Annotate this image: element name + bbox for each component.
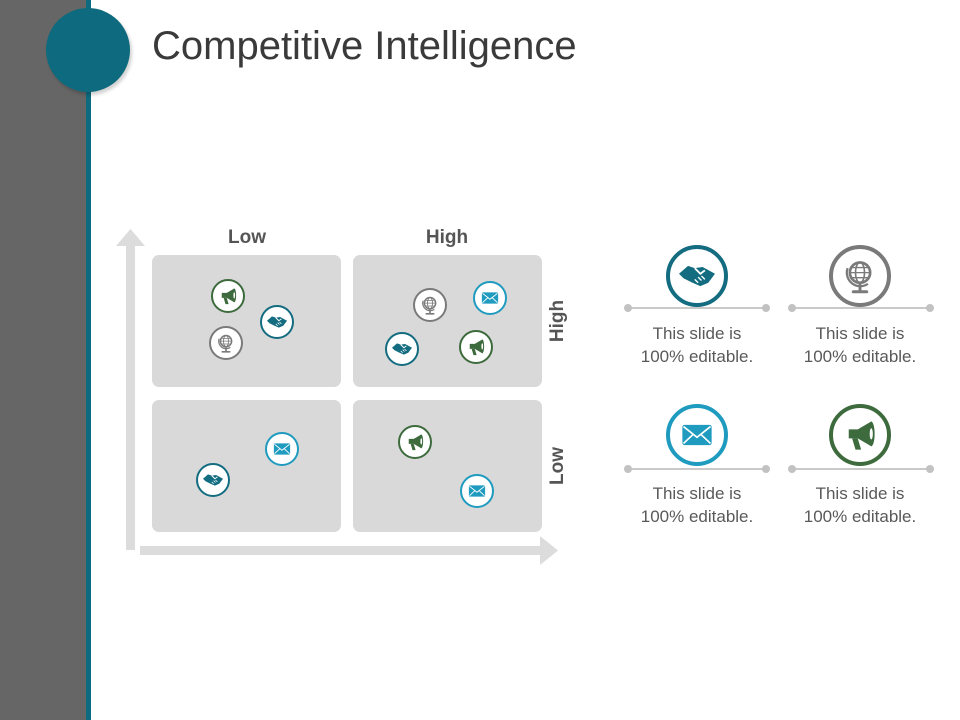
handshake-icon (385, 332, 419, 366)
legend-text-line: This slide is (652, 484, 742, 503)
legend-text-line: This slide is (815, 484, 905, 503)
legend-divider (792, 307, 930, 309)
y-axis-shaft (126, 244, 135, 550)
legend-text-line: 100% editable. (640, 507, 754, 526)
legend-text-line: 100% editable. (803, 507, 917, 526)
mail-icon (265, 432, 299, 466)
x-axis-arrowhead (540, 536, 558, 565)
globe-icon (829, 245, 891, 307)
handshake-icon (196, 463, 230, 497)
legend-divider (628, 307, 766, 309)
sidebar-panel (0, 0, 86, 720)
y-axis-arrowhead (116, 229, 145, 246)
column-label-low: Low (228, 227, 266, 248)
divider-dot (762, 465, 770, 473)
legend-text-mail: This slide is 100% editable. (617, 482, 777, 528)
legend-text-line: This slide is (815, 324, 905, 343)
megaphone-icon (829, 404, 891, 466)
quadrant-low-high (353, 400, 542, 532)
divider-dot (624, 465, 632, 473)
quadrant-high-low (152, 255, 341, 387)
legend-divider (792, 468, 930, 470)
legend-text-handshake: This slide is 100% editable. (617, 322, 777, 368)
handshake-icon (260, 305, 294, 339)
quadrant-low-low (152, 400, 341, 532)
legend-text-line: 100% editable. (640, 347, 754, 366)
divider-dot (624, 304, 632, 312)
divider-dot (762, 304, 770, 312)
divider-dot (788, 304, 796, 312)
accent-line (86, 0, 91, 720)
legend-text-globe: This slide is 100% editable. (780, 322, 940, 368)
row-label-high: High (547, 299, 568, 343)
megaphone-icon (211, 279, 245, 313)
divider-dot (926, 304, 934, 312)
quadrant-high-high (353, 255, 542, 387)
handshake-icon (666, 245, 728, 307)
globe-icon (413, 288, 447, 322)
legend-text-megaphone: This slide is 100% editable. (780, 482, 940, 528)
column-label-high: High (425, 227, 469, 248)
title-accent-circle (46, 8, 130, 92)
mail-icon (666, 404, 728, 466)
megaphone-icon (459, 330, 493, 364)
slide-title: Competitive Intelligence (152, 24, 577, 68)
row-label-low: Low (547, 447, 568, 485)
legend-text-line: 100% editable. (803, 347, 917, 366)
divider-dot (788, 465, 796, 473)
mail-icon (460, 474, 494, 508)
mail-icon (473, 281, 507, 315)
x-axis-shaft (140, 546, 542, 555)
legend-text-line: This slide is (652, 324, 742, 343)
legend-divider (628, 468, 766, 470)
divider-dot (926, 465, 934, 473)
megaphone-icon (398, 425, 432, 459)
globe-icon (209, 326, 243, 360)
